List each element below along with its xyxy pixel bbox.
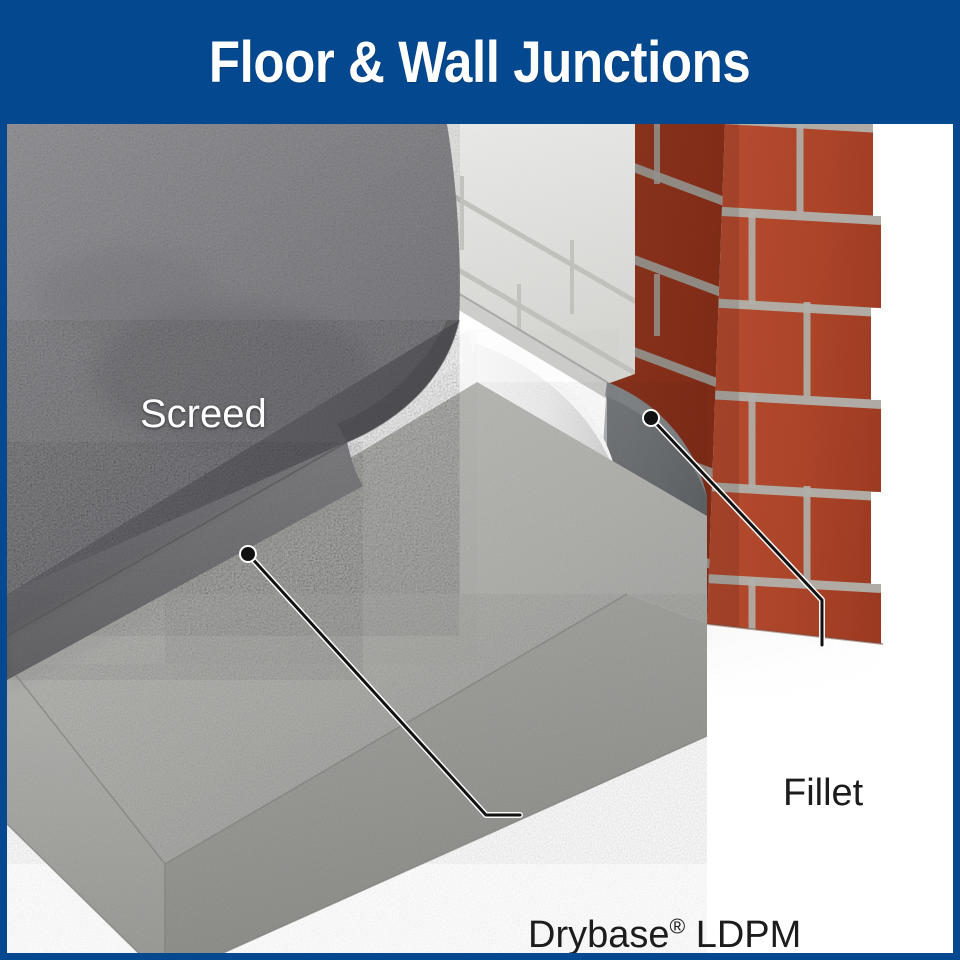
leader-fillet <box>642 409 825 648</box>
brick-toothed-edge <box>871 124 907 684</box>
concrete-substrate <box>7 382 708 953</box>
brick-wall-front-face <box>707 124 883 644</box>
screed-cast-shadow <box>7 442 373 694</box>
leader-dot-fillet <box>644 411 658 425</box>
junction-diagram <box>7 124 953 953</box>
drybase-ldpm-cove <box>469 329 619 544</box>
leader-dot-drybase <box>241 547 255 561</box>
page-title: Floor & Wall Junctions <box>209 29 751 95</box>
leader-drybase <box>239 545 523 818</box>
leader-lines <box>239 409 825 818</box>
title-banner: Floor & Wall Junctions <box>0 0 960 124</box>
illustration-panel: Screed Fillet Drybase® LDPM <box>7 124 953 953</box>
